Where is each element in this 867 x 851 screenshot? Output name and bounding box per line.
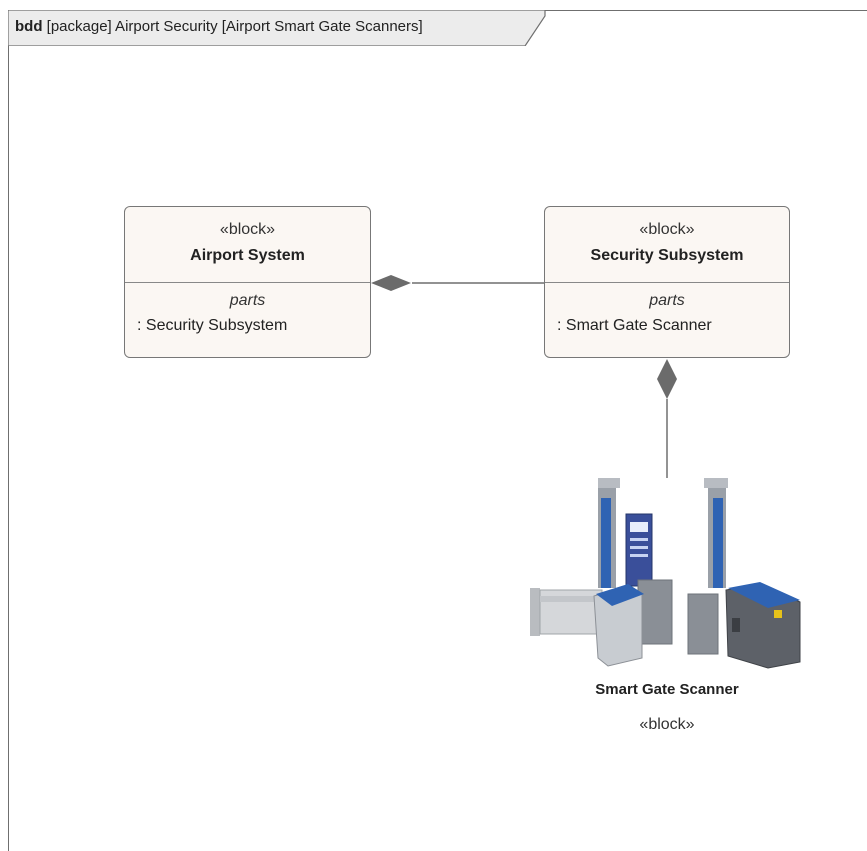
block-stereotype: «block»	[219, 221, 276, 238]
smart-gate-scanner-icon[interactable]	[528, 478, 808, 678]
parts-compartment: parts : Smart Gate Scanner	[545, 283, 789, 335]
composition-diamond-airport	[371, 275, 411, 291]
block-stereotype: «block»	[639, 221, 695, 238]
frame-heading: bdd [package] Airport Security [Airport …	[15, 18, 423, 35]
frame-tab	[8, 10, 546, 46]
block-name: Airport System	[190, 247, 305, 264]
compartment-title: parts	[649, 292, 685, 309]
block-name: Security Subsystem	[590, 247, 744, 264]
frame-kind: bdd	[15, 18, 43, 35]
part-property[interactable]: : Smart Gate Scanner	[557, 317, 712, 334]
parts-compartment: parts : Security Subsystem	[125, 283, 370, 335]
frame-title: [package] Airport Security [Airport Smar…	[46, 18, 423, 35]
composition-diamond-security	[657, 359, 677, 399]
block-header: «block» Security Subsystem	[545, 207, 789, 283]
block-airport-system[interactable]: «block» Airport System parts : Security …	[124, 206, 371, 358]
block-security-subsystem[interactable]: «block» Security Subsystem parts : Smart…	[544, 206, 790, 358]
part-property[interactable]: : Security Subsystem	[137, 317, 288, 334]
scanner-block-stereotype: «block»	[639, 716, 695, 733]
block-header: «block» Airport System	[125, 207, 370, 283]
scanner-block-name: Smart Gate Scanner	[595, 681, 739, 698]
compartment-title: parts	[229, 292, 266, 309]
